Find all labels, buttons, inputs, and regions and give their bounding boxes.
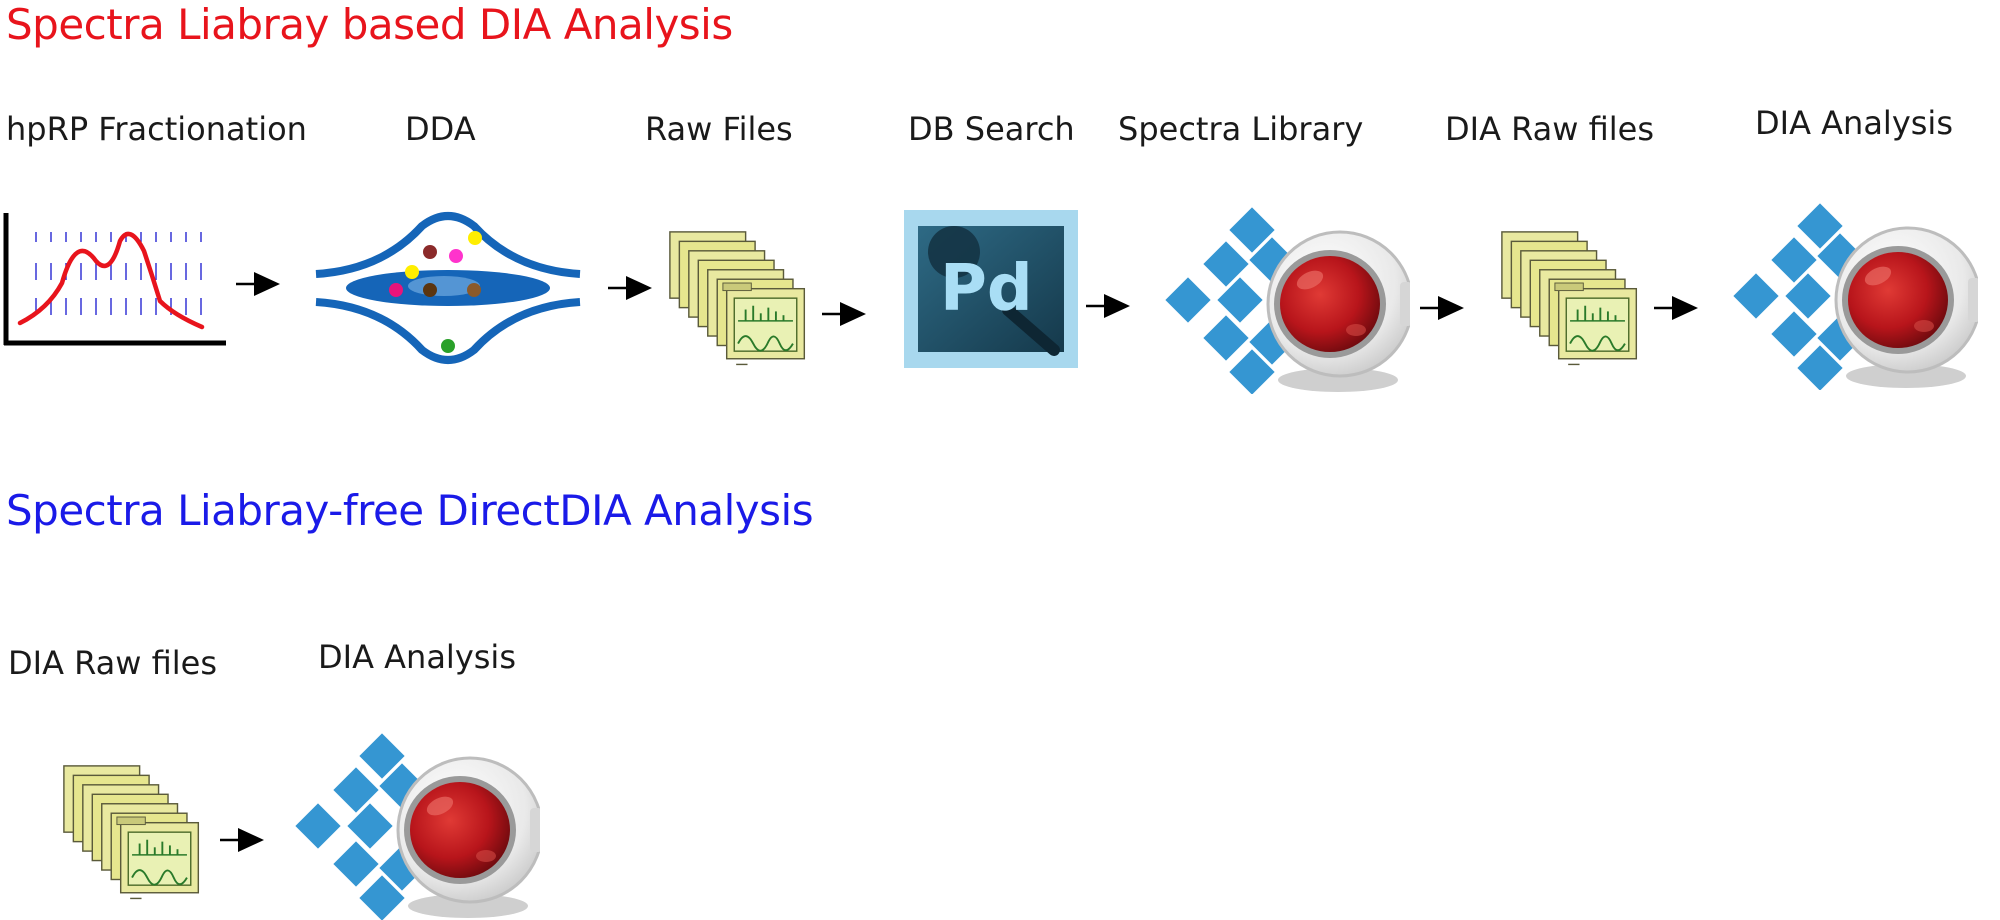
step-label-dia-analysis: DIA Analysis: [1755, 104, 1953, 142]
step-label-dia-analysis-bottom: DIA Analysis: [318, 638, 516, 676]
chromatogram-icon: [0, 205, 230, 355]
arrow-icon: [822, 300, 866, 328]
raw-files-stack-icon: [668, 230, 810, 372]
step-label-dda: DDA: [405, 110, 476, 148]
arrow-icon: [220, 826, 264, 854]
arrow-icon: [1654, 294, 1698, 322]
step-label-spectra-library: Spectra Library: [1118, 110, 1364, 148]
mass-spec-ion-trap-icon: [312, 210, 584, 368]
step-label-db-search: DB Search: [908, 110, 1075, 148]
arrow-icon: [1086, 292, 1130, 320]
spectronaut-icon: [1728, 200, 1978, 390]
arrow-icon: [236, 270, 280, 298]
step-label-hprp-fractionation: hpRP Fractionation: [6, 110, 307, 148]
step-label-dia-raw-files: DIA Raw files: [1445, 110, 1655, 148]
step-label-dia-raw-files-bottom: DIA Raw files: [8, 644, 218, 682]
arrow-icon: [608, 274, 652, 302]
library-free-title: Spectra Liabray-free DirectDIA Analysis: [6, 486, 814, 535]
library-based-title: Spectra Liabray based DIA Analysis: [6, 0, 733, 49]
spectronaut-icon: [290, 730, 540, 920]
step-label-raw-files: Raw Files: [645, 110, 793, 148]
raw-files-stack-icon: [1500, 230, 1642, 372]
proteome-discoverer-icon: Pd: [904, 210, 1078, 368]
pd-letters: Pd: [940, 252, 1033, 326]
raw-files-stack-icon: [62, 764, 204, 906]
arrow-icon: [1420, 294, 1464, 322]
spectronaut-icon: [1160, 204, 1410, 394]
